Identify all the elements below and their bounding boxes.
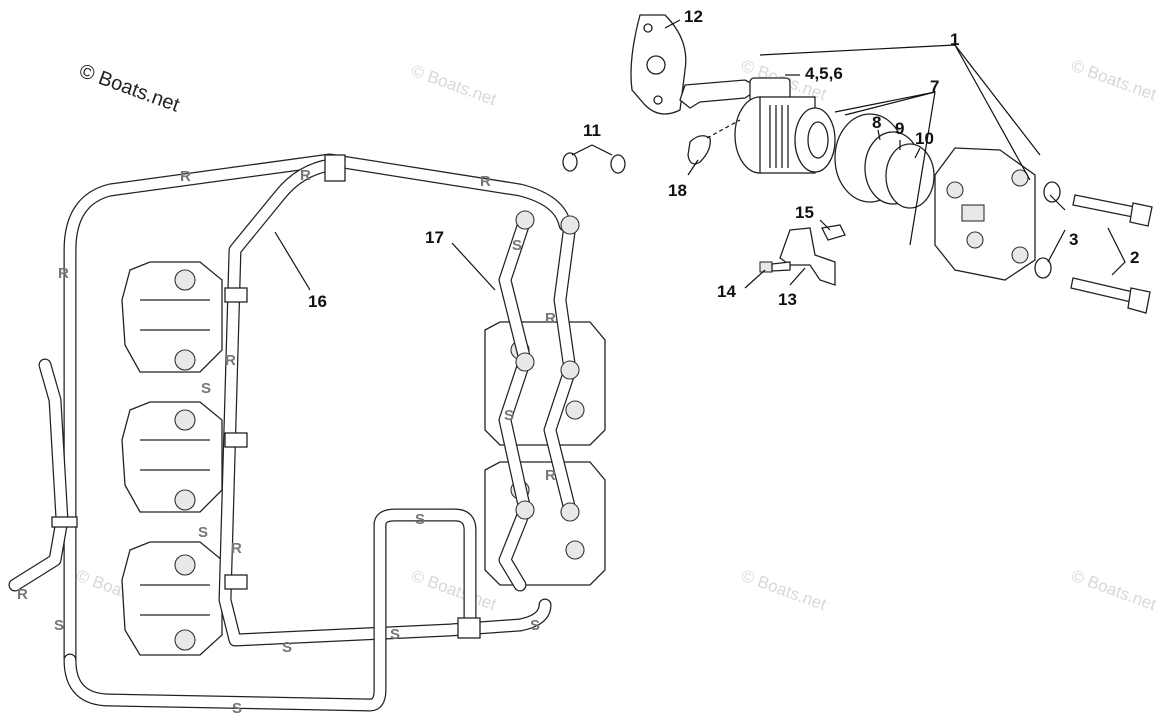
clamp-18 — [687, 135, 711, 165]
hose-mark-r: R — [480, 173, 491, 190]
watermark-3: © Boats.net — [1069, 56, 1156, 104]
callout-13: 13 — [778, 290, 797, 309]
callout-9: 9 — [895, 119, 904, 138]
o-ring-10 — [885, 143, 935, 209]
bolt-upper — [1072, 194, 1153, 227]
hose-mark-s: S — [201, 380, 211, 397]
callout-12: 12 — [684, 7, 703, 26]
hose-mark-r: R — [17, 586, 28, 603]
callout-16: 16 — [308, 292, 327, 311]
hose-mark-s: S — [232, 700, 242, 717]
callout-7: 7 — [930, 77, 939, 96]
o-ring-11-right — [610, 154, 626, 174]
watermark-7: © Boats.net — [1069, 566, 1156, 614]
callout-3: 3 — [1069, 230, 1078, 249]
left-cylinder-blocks — [121, 261, 223, 656]
hose-mark-r: R — [58, 265, 69, 282]
watermark-6: © Boats.net — [739, 566, 829, 614]
hose-mark-s: S — [54, 617, 64, 634]
hose-mark-r: R — [545, 467, 556, 484]
pump-body — [734, 96, 836, 174]
hose-mark-r: R — [225, 352, 236, 369]
hose-mark-s: S — [415, 511, 425, 528]
callout-8: 8 — [872, 113, 881, 132]
fuel-pump-assembly — [562, 14, 1153, 314]
hose-mark-r: R — [545, 310, 556, 327]
o-ring-11-left — [562, 152, 578, 172]
bracket-13 — [779, 227, 836, 286]
copyright-text: © Boats.net — [76, 60, 182, 117]
left-block-3 — [121, 541, 223, 656]
hose-mark-s: S — [530, 617, 540, 634]
hose-mark-r: R — [300, 167, 311, 184]
screw-14 — [759, 261, 791, 273]
right-cylinder-blocks — [484, 321, 606, 586]
left-block-2 — [121, 401, 223, 513]
callout-2: 2 — [1130, 248, 1139, 267]
callout-15: 15 — [795, 203, 814, 222]
callout-numbers: 12 1 4,5,6 7 8 9 10 11 18 3 2 15 14 13 1… — [308, 7, 1139, 311]
hose-mark-s: S — [198, 524, 208, 541]
pump-cover — [934, 147, 1036, 281]
watermark-1: © Boats.net — [409, 61, 499, 109]
hose-mark-s: S — [390, 626, 400, 643]
hose-mark-s: S — [512, 237, 522, 254]
hose-mark-r: R — [180, 168, 191, 185]
callout-14: 14 — [717, 282, 736, 301]
callout-18: 18 — [668, 181, 687, 200]
hose-assembly-16 — [8, 153, 572, 712]
callout-17: 17 — [425, 228, 444, 247]
callout-1: 1 — [950, 30, 959, 49]
callout-4-5-6: 4,5,6 — [805, 64, 843, 83]
left-block-1 — [121, 261, 223, 373]
connector-15 — [821, 224, 846, 241]
leader-lines — [274, 19, 1126, 291]
hose-mark-s: S — [504, 407, 514, 424]
watermark-5: © Boats.net — [409, 566, 499, 614]
washer-upper — [1043, 181, 1061, 203]
bracket-4-5-6 — [679, 79, 762, 109]
hose-assembly-17 — [498, 210, 580, 592]
hose-mark-r: R — [231, 540, 242, 557]
washer-lower — [1034, 257, 1052, 279]
callout-11: 11 — [583, 121, 601, 140]
hose-labels: R R R R R R R R R S S S S S S S S S S — [17, 167, 556, 717]
bolt-lower — [1070, 277, 1151, 314]
hose-mark-s: S — [282, 639, 292, 656]
callout-10: 10 — [915, 129, 934, 148]
